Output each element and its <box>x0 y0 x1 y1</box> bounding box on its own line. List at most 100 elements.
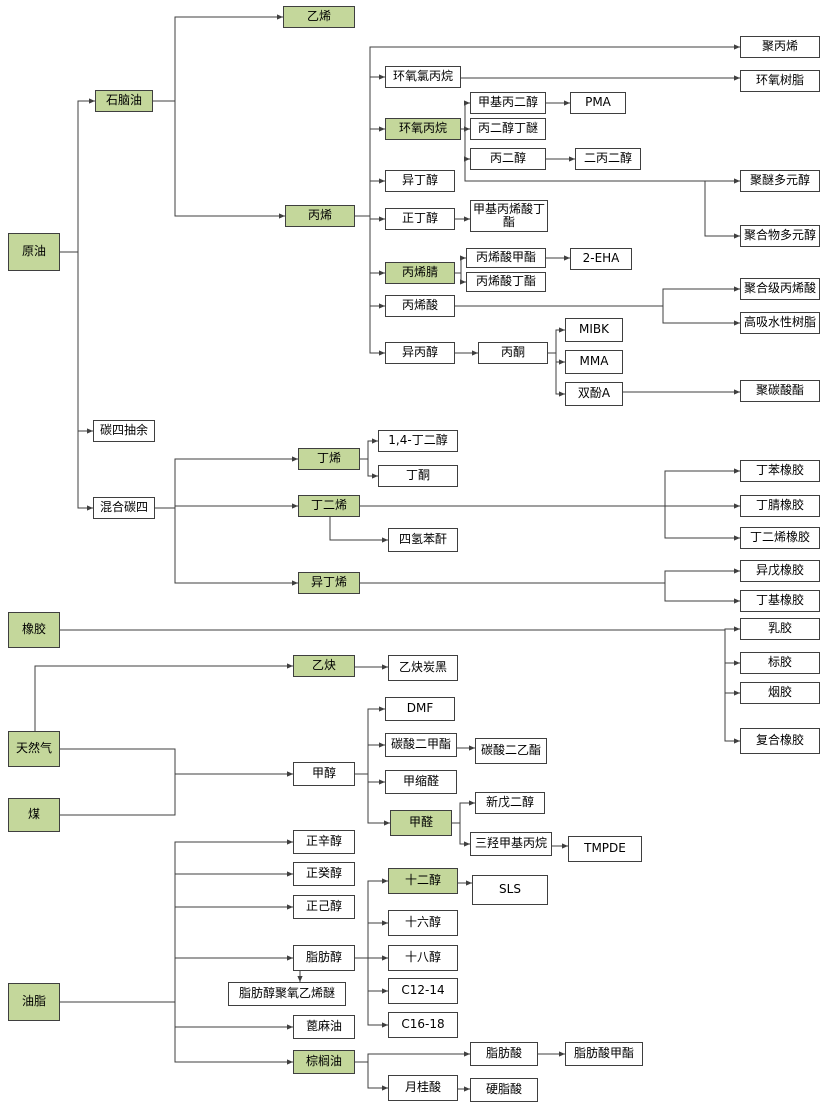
node-jumiduoyuanchun: 聚醚多元醇 <box>740 170 820 192</box>
node-yingzhisuan: 硬脂酸 <box>470 1078 538 1102</box>
node-dingjingxiangjiao: 丁腈橡胶 <box>740 495 820 517</box>
edge-huanyangbingwan-jiajibingerchun <box>461 102 470 130</box>
node-yidingchun: 异丁醇 <box>385 170 455 192</box>
node-shinaoyou: 石脑油 <box>95 90 153 112</box>
arrowhead-bingerchun-erbingerchun <box>569 156 575 162</box>
node-dingtong: 丁酮 <box>378 465 458 487</box>
edge-bingxi-yidingchun <box>355 180 385 217</box>
node-sls: SLS <box>472 875 548 905</box>
edge-xiangjiao-fuhexiangjiao <box>60 629 740 742</box>
node-bingerchundingmi: 丙二醇丁醚 <box>470 118 546 140</box>
node-huanyangbingwan: 环氧丙烷 <box>385 118 461 140</box>
arrowhead-bingxi-huanyangbingwan <box>379 126 385 132</box>
node-fuhexiangjiao: 复合橡胶 <box>740 728 820 754</box>
node-mei: 煤 <box>8 798 60 832</box>
edge-bingtong-mibk <box>548 329 565 354</box>
node-yibingchun: 异丙醇 <box>385 342 455 364</box>
arrowhead-bingxi-huanyanglubingwan <box>379 74 385 80</box>
node-gaoxishuixingshuzhi: 高吸水性树脂 <box>740 312 820 334</box>
edge-yidingxi-dingjixiangjiao <box>360 582 740 602</box>
arrowhead-yuanyou-hunhetansi <box>87 505 93 511</box>
node-dmf: DMF <box>385 697 455 721</box>
edge-zonglvyou-yueguisuan <box>355 1061 388 1089</box>
node-tianranqi: 天然气 <box>8 731 60 767</box>
arrowhead-bingxi-bingxisuan <box>379 303 385 309</box>
node-bingxisuanjiazhi: 丙烯酸甲酯 <box>466 248 546 268</box>
arrowhead-yuanyou-tansichouyu <box>87 428 93 434</box>
node-tmpde: TMPDE <box>568 836 642 862</box>
arrowhead-shuangfena-jutansuanzhi <box>734 389 740 395</box>
arrowhead-dingxi-budiol <box>372 438 378 444</box>
edge-tianranqi-jiachun <box>60 748 293 775</box>
node-bingxisuan: 丙烯酸 <box>385 295 455 317</box>
arrowhead-dingerxi-dingjingxiangjiao <box>734 503 740 509</box>
arrowhead-zhifangsuan-zhifangsuanjiazhi <box>559 1051 565 1057</box>
node-zhengguichun: 正癸醇 <box>293 862 355 886</box>
edge-bingxisuan-gaoxishuixingshuzhi <box>455 305 740 324</box>
arrowhead-bingxi-zhengdingchun <box>379 216 385 222</box>
arrowhead-jiachun-jiaquan <box>384 820 390 826</box>
arrowhead-zhifangchun-shiliuchun <box>382 920 388 926</box>
edge-youzhi-zonglvyou <box>60 1001 293 1063</box>
arrowhead-huanyangbingwan-jumiduoyuanchun <box>734 178 740 184</box>
node-jiajibingerchun: 甲基丙二醇 <box>470 92 546 114</box>
edge-yuanyou-tansichouyu <box>60 251 93 432</box>
arrowhead-bingxijing-bingxisuandingzhi <box>460 279 466 285</box>
node-dingerxi: 丁二烯 <box>298 495 360 517</box>
arrowhead-youzhi-zhengjichun <box>287 904 293 910</box>
node-biaojiao: 标胶 <box>740 652 820 674</box>
edge-dingxi-dingtong <box>360 458 378 477</box>
node-xiangjiao: 橡胶 <box>8 612 60 648</box>
edge-mei-jiachun <box>60 773 293 816</box>
arrowhead-shierchun-sls <box>466 880 472 886</box>
arrowhead-dingerxi-dingerxixiangjiao <box>734 535 740 541</box>
node-huanyanglubingwan: 环氧氯丙烷 <box>385 66 461 88</box>
node-jiachun: 甲醇 <box>293 762 355 786</box>
node-juhewuduoyuanchun: 聚合物多元醇 <box>740 225 820 247</box>
node-yidingxi: 异丁烯 <box>298 572 360 594</box>
edge-zhifangchun-shierchun <box>355 880 388 959</box>
node-zhifangsuanjiazhi: 脂肪酸甲酯 <box>565 1042 643 1066</box>
edge-dingerxi-siqingbengan <box>329 517 388 541</box>
edge-hunhetansi-dingxi <box>155 458 298 509</box>
node-dingjixiangjiao: 丁基橡胶 <box>740 590 820 612</box>
arrowhead-bingxisuan-juhejibingxisuan <box>734 286 740 292</box>
node-mibk: MIBK <box>565 318 623 342</box>
arrowhead-huanyanglubingwan-huanyangshuzhi <box>734 75 740 81</box>
node-bimayou: 蓖麻油 <box>293 1015 355 1039</box>
edge-jumiduoyuanchun-juhewuduoyuanchun <box>704 181 740 237</box>
node-tansuanerjiazhi: 碳酸二甲酯 <box>385 733 457 757</box>
node-bingxijing: 丙烯腈 <box>385 262 455 284</box>
arrowhead-youzhi-zhengxinchun <box>287 839 293 845</box>
arrowhead-hunhetansi-dingxi <box>292 456 298 462</box>
edge-youzhi-zhengxinchun <box>60 841 293 1003</box>
arrowhead-bingxi-yidingchun <box>379 178 385 184</box>
node-tansuaneryizhi: 碳酸二乙酯 <box>475 738 547 764</box>
edge-zhifangchun-shiliuchun <box>355 922 388 959</box>
node-mma: MMA <box>565 350 623 374</box>
node-shuangfena: 双酚A <box>565 382 623 406</box>
arrowhead-bingtong-mma <box>559 359 565 365</box>
node-yueguisuan: 月桂酸 <box>388 1075 458 1101</box>
edge-dingerxi-dingerxixiangjiao <box>360 505 740 539</box>
edge-huanyangbingwan-jumiduoyuanchun <box>461 128 740 182</box>
node-huanyangshuzhi: 环氧树脂 <box>740 70 820 92</box>
arrowhead-hunhetansi-yidingxi <box>292 580 298 586</box>
node-sanqiangjiajibingwan: 三羟甲基丙烷 <box>470 832 552 856</box>
node-erbingerchun: 二丙二醇 <box>575 148 641 170</box>
edge-zhifangchun-c1214 <box>355 957 388 992</box>
arrowhead-tianranqi-yique <box>287 663 293 669</box>
node-zhengjichun: 正己醇 <box>293 895 355 919</box>
arrowhead-sanqiangjiajibingwan-tmpde <box>562 843 568 849</box>
node-bingxisuandingzhi: 丙烯酸丁酯 <box>466 272 546 292</box>
arrowhead-bingxi-jubingxi <box>734 44 740 50</box>
arrowhead-xiangjiao-yanjiao <box>734 690 740 696</box>
node-dingbenxiangjiao: 丁苯橡胶 <box>740 460 820 482</box>
node-jiaquan: 甲醛 <box>390 810 452 836</box>
arrowhead-bingtong-mibk <box>559 327 565 333</box>
arrowhead-yibingchun-bingtong <box>472 350 478 356</box>
node-xinwuerchun: 新戊二醇 <box>475 792 545 814</box>
node-eha: 2-EHA <box>570 248 632 270</box>
node-tansichouyu: 碳四抽余 <box>93 420 155 442</box>
arrowhead-jiaquan-sanqiangjiajibingwan <box>464 841 470 847</box>
